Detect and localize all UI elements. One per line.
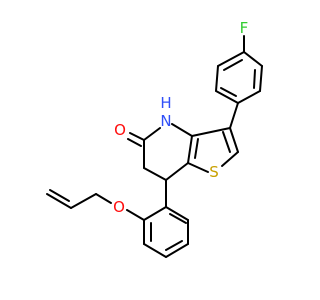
bond-ch2-ch (70, 193, 97, 209)
bond-lactam-5 (165, 162, 189, 181)
bond-fluorophenyl-1 (243, 51, 263, 67)
bond-phenyl-1 (165, 206, 189, 221)
bond-fluorophenyl-3 (237, 90, 261, 104)
bond-aryl-o (126, 209, 145, 221)
atom-fluorine: F (240, 19, 249, 37)
atom-oxygen-carbonyl: O (114, 121, 126, 139)
bond-thiophene-4b (194, 138, 199, 159)
bond-fluorophenyl-4 (215, 90, 239, 104)
bond-lactam-2 (143, 127, 161, 141)
atom-hydrogen-on-nitrogen: H (160, 94, 171, 112)
bond-layer (46, 35, 263, 258)
bond-ch-ch2-double-1 (46, 193, 72, 209)
molecule-structure-diagram: F H N O S O (46, 19, 263, 258)
bond-lactam-4 (143, 167, 167, 181)
bond-carbonyl-1 (129, 132, 145, 141)
bond-thiophene-1b (222, 131, 231, 153)
atom-oxygen-ether: O (113, 198, 125, 216)
bond-fluorophenyl-2 (259, 65, 263, 92)
bond-fluorophenyl-5 (215, 65, 219, 92)
bond-fluorophenyl-4b (220, 87, 237, 97)
bond-ch-ch2-double-2 (49, 189, 70, 202)
bond-o-ch2 (95, 193, 112, 204)
bond-fluorophenyl-6 (217, 51, 245, 67)
bond-phenyl-3b (165, 240, 183, 251)
bond-phenyl-6 (143, 206, 167, 221)
bond-phenyl-4 (143, 243, 167, 258)
atom-nitrogen: N (160, 112, 171, 130)
bond-lactam-1 (171, 123, 193, 137)
bond-thiophene-4 (187, 135, 193, 164)
bond-thiophene-2 (221, 151, 239, 167)
bond-carbonyl-2 (127, 138, 142, 147)
bond-thiophene-5 (191, 127, 231, 137)
bond-fluorophenyl-2b (253, 69, 256, 89)
bond-thiophene-1 (229, 127, 239, 153)
bond-aryl-thiophene (229, 102, 239, 129)
bond-thiophene-3 (187, 162, 209, 173)
bond-phenyl-1b (169, 213, 187, 224)
bond-phenyl-3 (165, 243, 189, 258)
atom-label-layer: F H N O S O (113, 19, 248, 216)
bond-fluorophenyl-6b (223, 59, 243, 71)
atom-sulfur: S (209, 163, 219, 181)
